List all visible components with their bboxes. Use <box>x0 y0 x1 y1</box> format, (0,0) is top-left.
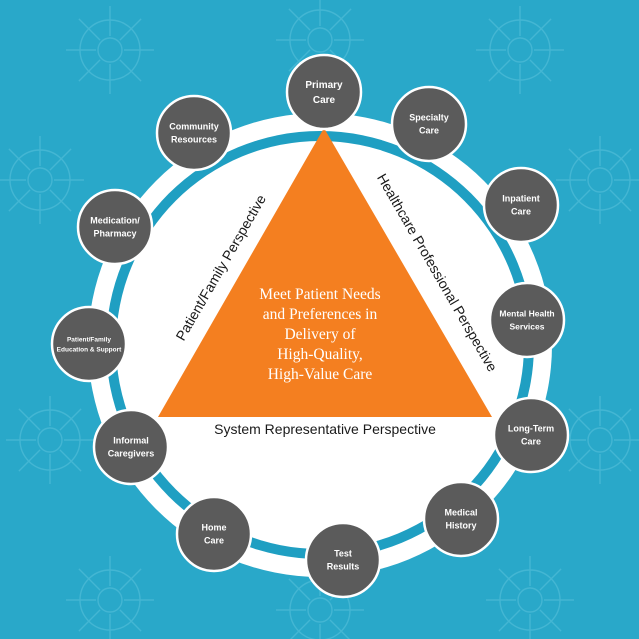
node-label-line: Resources <box>171 135 217 145</box>
node-label-line: Mental Health <box>499 308 554 318</box>
node-label-line: Patient/Family <box>67 336 111 343</box>
node-circle <box>285 53 363 131</box>
node-label-line: Primary <box>305 80 343 91</box>
node-label-line: Pharmacy <box>93 229 136 239</box>
center-statement-line: Meet Patient Needs <box>259 286 380 303</box>
node-label-line: Care <box>511 207 531 217</box>
node-circle <box>92 408 170 486</box>
node-circle <box>492 396 570 474</box>
node-label-line: Services <box>510 321 545 331</box>
node-circle <box>76 188 154 266</box>
center-statement: Meet Patient Needs and Preferences in Deli… <box>259 286 380 383</box>
pattern-motif <box>556 136 639 224</box>
node-label-line: Long-Term <box>508 424 554 434</box>
node-label-line: Home <box>201 523 226 533</box>
node-label-line: Specialty <box>409 113 449 123</box>
center-triangle <box>158 128 492 417</box>
node-label-line: Results <box>327 562 360 572</box>
node-circle <box>175 495 253 573</box>
node-label: Medication/Pharmacy <box>90 216 140 239</box>
pattern-motif <box>486 556 574 639</box>
center-statement-line: High-Value Care <box>268 366 373 383</box>
center-statement-line: and Preferences in <box>263 306 378 323</box>
node-label-line: Medical <box>444 508 477 518</box>
node-label-line: History <box>445 521 476 531</box>
node-medication-pharmacy: Medication/Pharmacy <box>76 188 154 266</box>
node-label-line: Care <box>313 95 336 106</box>
center-statement-line: High-Quality, <box>277 346 363 363</box>
node-circle <box>422 480 500 558</box>
node-circle <box>488 281 566 359</box>
pattern-motif <box>0 136 84 224</box>
node-circle <box>50 305 128 383</box>
node-label-line: Care <box>419 126 439 136</box>
pattern-motif <box>66 6 154 94</box>
node-label-line: Care <box>521 437 541 447</box>
node-label-line: Inpatient <box>502 194 540 204</box>
pattern-motif <box>556 396 639 484</box>
node-label-line: Medication/ <box>90 216 140 226</box>
node-circle <box>482 166 560 244</box>
pattern-motif <box>476 6 564 94</box>
node-circle <box>155 94 233 172</box>
node-circle <box>304 521 382 599</box>
node-label-line: Test <box>334 549 352 559</box>
pattern-motif <box>66 556 154 639</box>
node-label-line: Caregivers <box>108 449 155 459</box>
node-label-line: Community <box>169 122 219 132</box>
node-label-line: Education & Support <box>57 346 122 353</box>
pattern-motif <box>6 396 94 484</box>
node-circle <box>390 85 468 163</box>
center-statement-line: Delivery of <box>284 326 356 343</box>
perspective-bottom-label: System Representative Perspective <box>214 421 436 437</box>
node-label-line: Care <box>204 536 224 546</box>
node-label-line: Informal <box>113 436 149 446</box>
